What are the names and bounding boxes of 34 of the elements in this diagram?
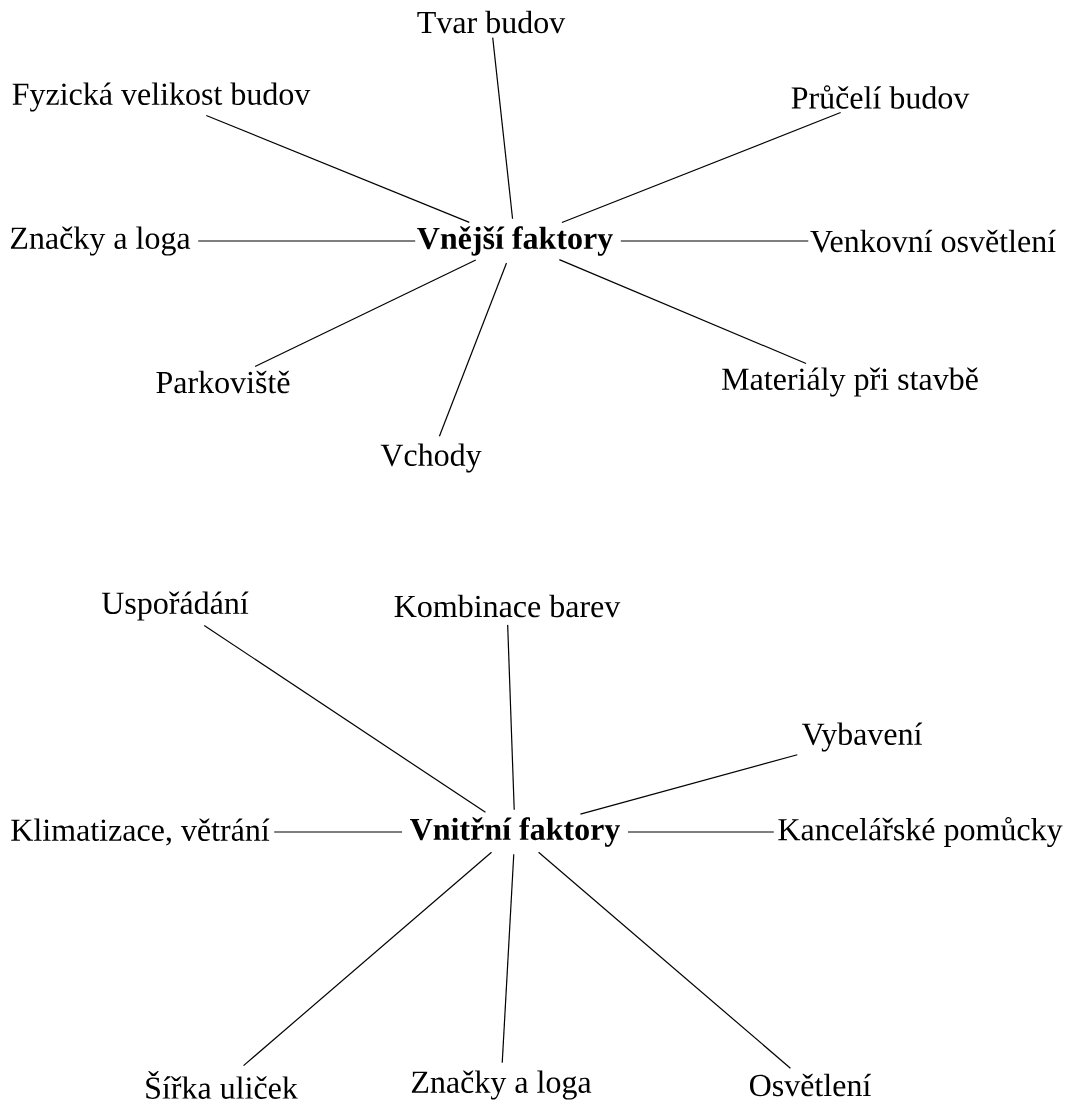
connector-line xyxy=(438,262,508,437)
connector-line xyxy=(254,259,477,368)
connector-line xyxy=(203,624,487,813)
factor-label: Venkovní osvětlení xyxy=(810,229,1056,253)
factor-label: Značky a loga xyxy=(10,226,191,256)
hub-label: Vnější faktory xyxy=(417,226,613,256)
connector-line xyxy=(537,851,792,1069)
factor-label: Vchody xyxy=(380,443,482,473)
factor-label: Vybavení xyxy=(801,722,923,752)
connector-line xyxy=(507,624,515,811)
factor-label: Průčelí budov xyxy=(791,85,970,109)
factor-label: Parkoviště xyxy=(156,370,290,394)
connector-line xyxy=(561,111,842,224)
connector-line xyxy=(579,754,798,815)
connector-line xyxy=(501,853,515,1064)
hub-label: Vnitřní faktory xyxy=(410,817,620,847)
factor-label: Materiály při stavbě xyxy=(722,367,978,397)
connector-line xyxy=(205,114,470,223)
connector-line xyxy=(273,831,403,833)
factor-label: Značky a loga xyxy=(411,1070,592,1100)
factor-label: Uspořádání xyxy=(101,591,249,621)
factor-label: Tvar budov xyxy=(417,10,566,34)
factor-label: Klimatizace, větrání xyxy=(11,818,270,846)
factor-label: Kancelářské pomůcky xyxy=(778,816,1063,848)
connector-line xyxy=(492,37,514,220)
connector-line xyxy=(620,240,809,242)
connector-line xyxy=(197,240,416,242)
connector-line xyxy=(558,259,807,365)
factor-label: Šířka uliček xyxy=(146,1071,298,1099)
connector-line xyxy=(242,851,493,1067)
factor-label: Kombinace barev xyxy=(394,594,621,618)
factor-label: Fyzická velikost budov xyxy=(12,82,311,112)
factor-label: Osvětlení xyxy=(750,1073,871,1097)
connector-line xyxy=(627,831,775,833)
